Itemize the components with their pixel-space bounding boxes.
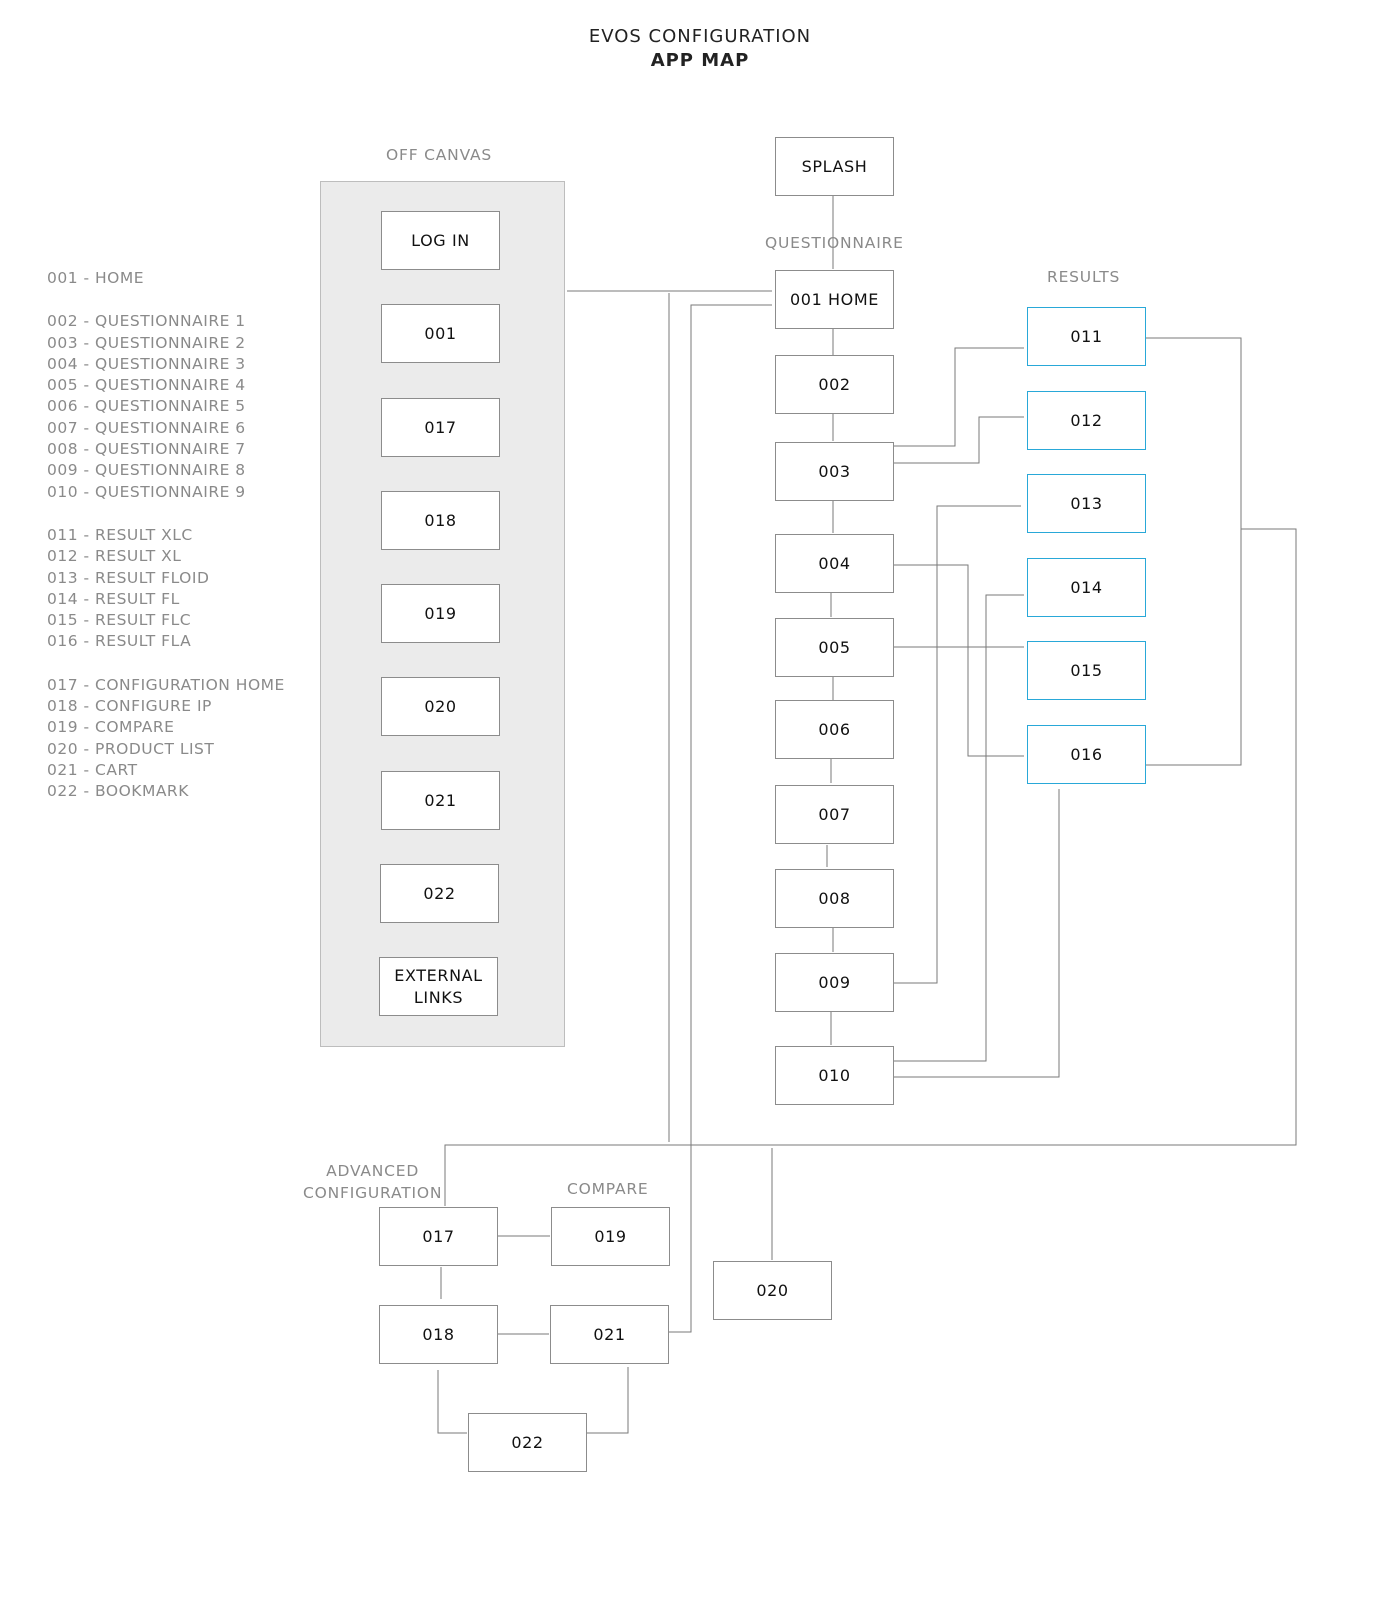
node-010[interactable]: 010: [775, 1046, 894, 1105]
node-config-018[interactable]: 018: [379, 1305, 498, 1364]
node-splash[interactable]: SPLASH: [775, 137, 894, 196]
legend-item: 021 - CART: [47, 760, 138, 779]
legend-item: 010 - QUESTIONNAIRE 9: [47, 482, 246, 501]
node-config-020[interactable]: 020: [713, 1261, 832, 1320]
section-label-results: RESULTS: [1047, 268, 1121, 286]
node-result-011[interactable]: 011: [1027, 307, 1146, 366]
node-018[interactable]: 018: [381, 491, 500, 550]
section-label-compare: COMPARE: [567, 1180, 649, 1198]
node-017[interactable]: 017: [381, 398, 500, 457]
section-label-advanced-configuration: ADVANCED CONFIGURATION: [303, 1162, 443, 1202]
node-022[interactable]: 022: [380, 864, 499, 923]
node-config-021[interactable]: 021: [550, 1305, 669, 1364]
legend-item: 019 - COMPARE: [47, 718, 175, 737]
legend-item: 011 - RESULT XLC: [47, 525, 193, 544]
legend-item: 003 - QUESTIONNAIRE 2: [47, 333, 246, 352]
legend-item: 005 - QUESTIONNAIRE 4: [47, 376, 246, 395]
node-020[interactable]: 020: [381, 677, 500, 736]
legend-item: 008 - QUESTIONNAIRE 7: [47, 440, 246, 459]
legend-item: 018 - CONFIGURE IP: [47, 697, 212, 716]
legend-item: 006 - QUESTIONNAIRE 5: [47, 397, 246, 416]
node-021[interactable]: 021: [381, 771, 500, 830]
node-result-015[interactable]: 015: [1027, 641, 1146, 700]
legend-item: 017 - CONFIGURATION HOME: [47, 675, 285, 694]
legend: 001 - HOME 002 - QUESTIONNAIRE 1 003 - Q…: [47, 268, 285, 803]
node-003[interactable]: 003: [775, 442, 894, 501]
legend-item: 014 - RESULT FL: [47, 589, 180, 608]
node-log-in[interactable]: LOG IN: [381, 211, 500, 270]
node-004[interactable]: 004: [775, 534, 894, 593]
diagram-title: EVOS CONFIGURATION: [588, 26, 812, 47]
node-config-017[interactable]: 017: [379, 1207, 498, 1266]
diagram-subtitle: APP MAP: [650, 50, 750, 71]
legend-item: 012 - RESULT XL: [47, 547, 182, 566]
node-005[interactable]: 005: [775, 618, 894, 677]
node-config-019[interactable]: 019: [551, 1207, 670, 1266]
node-009[interactable]: 009: [775, 953, 894, 1012]
node-001-home[interactable]: 001 HOME: [775, 270, 894, 329]
legend-item: 022 - BOOKMARK: [47, 782, 189, 801]
legend-item: 009 - QUESTIONNAIRE 8: [47, 461, 246, 480]
legend-item: 015 - RESULT FLC: [47, 611, 192, 630]
node-result-016[interactable]: 016: [1027, 725, 1146, 784]
node-result-014[interactable]: 014: [1027, 558, 1146, 617]
node-001[interactable]: 001: [381, 304, 500, 363]
legend-item: 002 - QUESTIONNAIRE 1: [47, 312, 246, 331]
legend-item: 001 - HOME: [47, 269, 145, 287]
node-config-022[interactable]: 022: [468, 1413, 587, 1472]
legend-item: 007 - QUESTIONNAIRE 6: [47, 418, 246, 437]
section-label-questionnaire: QUESTIONNAIRE: [765, 234, 904, 252]
node-008[interactable]: 008: [775, 869, 894, 928]
node-002[interactable]: 002: [775, 355, 894, 414]
legend-item: 016 - RESULT FLA: [47, 632, 192, 651]
node-019[interactable]: 019: [381, 584, 500, 643]
node-007[interactable]: 007: [775, 785, 894, 844]
node-external-links[interactable]: EXTERNAL LINKS: [379, 957, 498, 1016]
legend-item: 004 - QUESTIONNAIRE 3: [47, 354, 246, 373]
legend-item: 013 - RESULT FLOID: [47, 568, 210, 587]
node-result-013[interactable]: 013: [1027, 474, 1146, 533]
legend-item: 020 - PRODUCT LIST: [47, 739, 215, 758]
section-label-off-canvas: OFF CANVAS: [386, 146, 493, 164]
node-result-012[interactable]: 012: [1027, 391, 1146, 450]
node-006[interactable]: 006: [775, 700, 894, 759]
